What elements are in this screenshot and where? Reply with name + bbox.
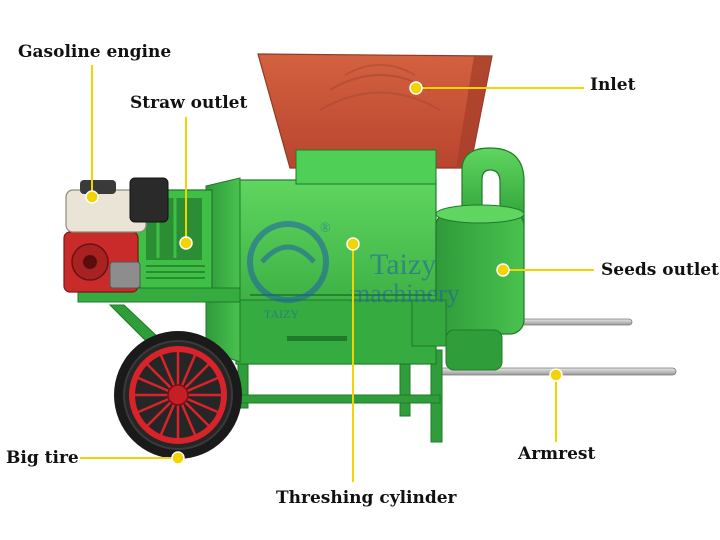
dot-inlet	[409, 81, 423, 95]
watermark: Taizy machinery ® TAIZY	[247, 221, 460, 321]
dot-threshing-cylinder	[346, 237, 360, 251]
watermark-subtitle: machinery	[350, 279, 460, 308]
label-armrest: Armrest	[518, 444, 596, 464]
dot-armrest	[549, 368, 563, 382]
label-straw-outlet: Straw outlet	[130, 93, 248, 113]
label-big-tire: Big tire	[6, 448, 79, 468]
main-body	[235, 149, 437, 365]
leader-lines	[80, 65, 594, 482]
dot-seeds-outlet	[496, 263, 510, 277]
dot-gasoline-engine	[85, 190, 99, 204]
dot-straw-outlet	[179, 236, 193, 250]
label-inlet: Inlet	[590, 75, 636, 95]
label-threshing-cylinder: Threshing cylinder	[276, 488, 457, 508]
watermark-brand: Taizy	[370, 248, 436, 281]
inlet-hopper	[257, 53, 493, 169]
label-gasoline-engine: Gasoline engine	[18, 42, 172, 62]
watermark-registered: ®	[320, 221, 331, 236]
watermark-small: TAIZY	[264, 307, 299, 321]
big-tire	[114, 331, 242, 459]
label-seeds-outlet: Seeds outlet	[601, 260, 719, 280]
dot-big-tire	[171, 451, 185, 465]
gasoline-engine	[63, 177, 169, 293]
seeds-outlet	[411, 147, 525, 371]
leader-dots	[85, 81, 563, 465]
